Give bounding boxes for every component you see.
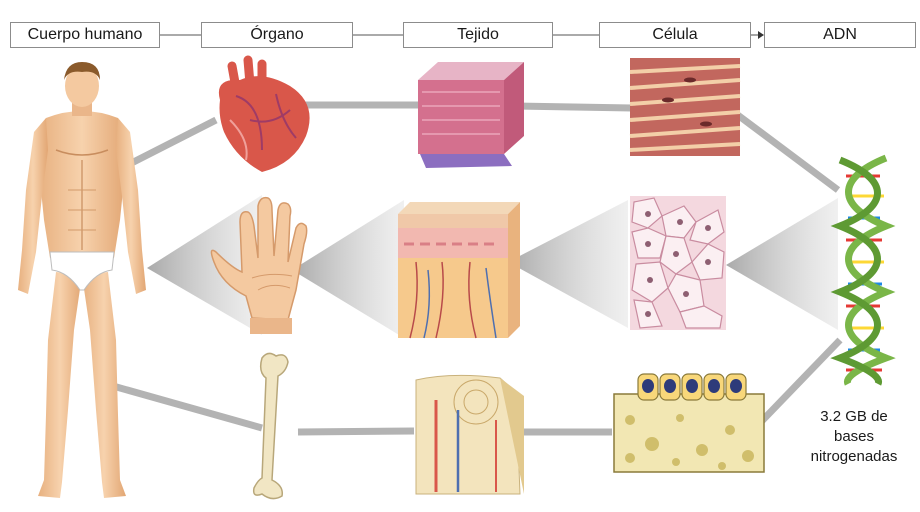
- epithelial-cell-icon: [630, 196, 726, 330]
- bone-tissue-icon: [415, 374, 524, 495]
- level-label: Célula: [652, 26, 698, 43]
- dna-caption: 3.2 GB de bases nitrogenadas: [794, 407, 914, 467]
- human-body-icon: [18, 62, 146, 498]
- hand-icon: [210, 196, 308, 334]
- level-tejido: Tejido: [403, 22, 553, 48]
- header-connectors: [160, 31, 764, 39]
- level-label: Tejido: [457, 26, 499, 43]
- level-adn: ADN: [764, 22, 916, 48]
- level-cuerpo-humano: Cuerpo humano: [10, 22, 160, 48]
- level-label: ADN: [823, 26, 857, 43]
- level-organo: Órgano: [201, 22, 353, 48]
- caption-line: 3.2 GB de: [820, 408, 888, 425]
- fan-connectors: [147, 195, 838, 338]
- level-celula: Célula: [599, 22, 751, 48]
- dna-helix-icon: [830, 154, 896, 386]
- heart-icon: [218, 55, 310, 172]
- level-label: Cuerpo humano: [27, 26, 143, 43]
- skin-tissue-icon: [398, 202, 520, 339]
- muscle-tissue-icon: [418, 62, 524, 168]
- caption-line: bases: [833, 428, 875, 445]
- caption-line: nitrogenadas: [810, 448, 898, 465]
- line-connectors: [110, 95, 843, 436]
- bone-cell-icon: [613, 373, 765, 473]
- level-label: Órgano: [250, 26, 304, 43]
- muscle-cell-icon: [629, 58, 741, 156]
- femur-bone-icon: [252, 352, 289, 500]
